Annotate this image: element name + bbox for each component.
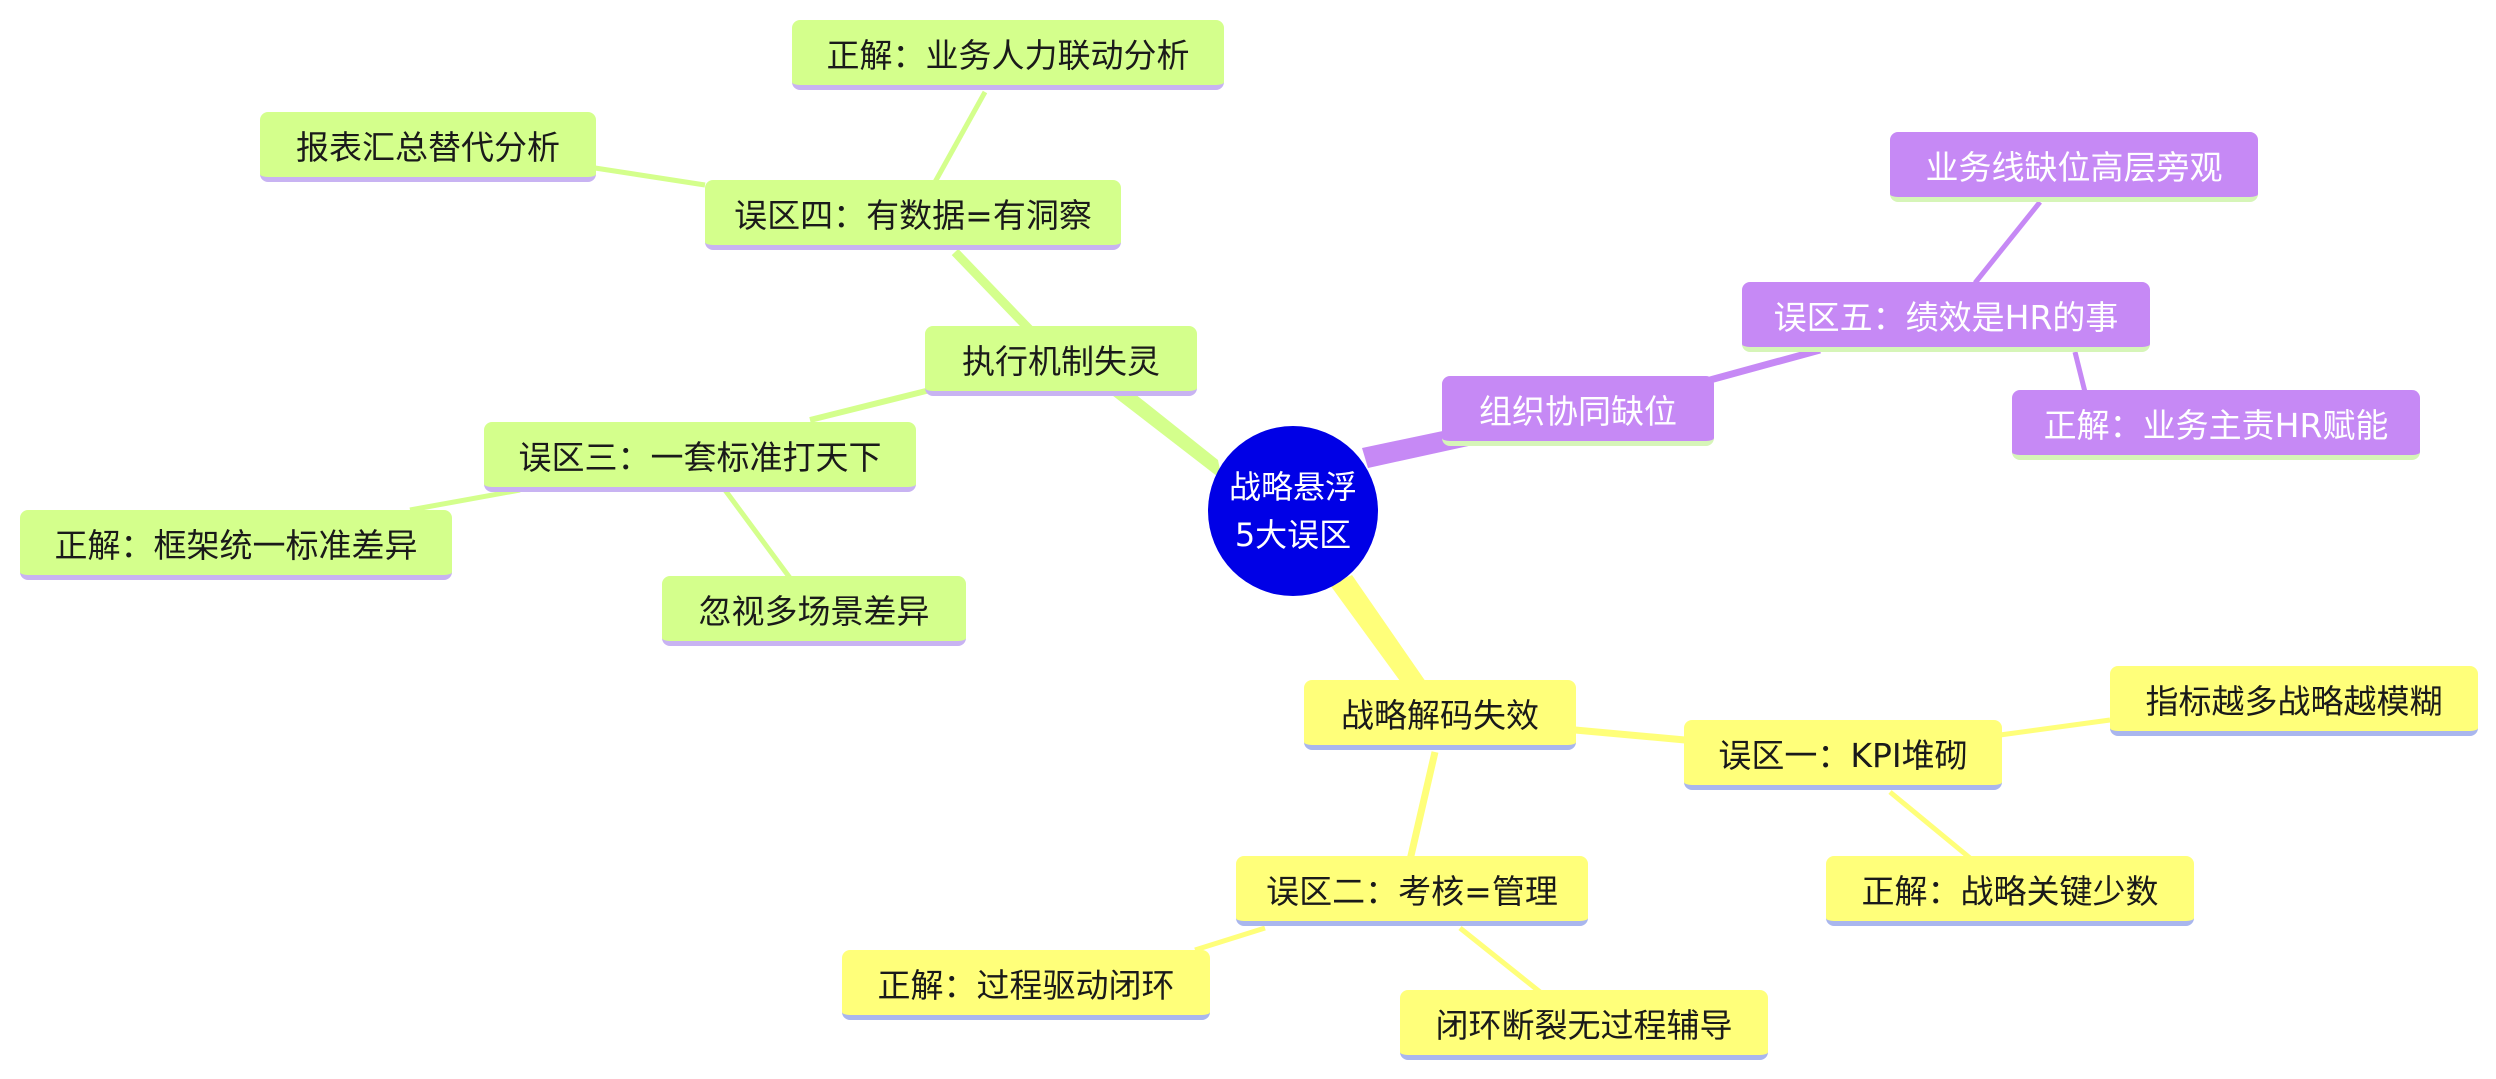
branch-org-node[interactable]: 组织协同缺位 [1442, 376, 1714, 446]
link-m5-fix [2072, 351, 2088, 393]
link-decode-m2 [1406, 751, 1439, 861]
myth3-node[interactable]: 误区三：一套标准打天下 [484, 422, 916, 492]
link-m1-issue [1999, 717, 2111, 738]
myth5-label: 误区五：绩效是HR的事 [1773, 297, 2119, 337]
myth4-issue-node[interactable]: 报表汇总替代分析 [260, 112, 596, 182]
branch-decode-node[interactable]: 战略解码失效 [1304, 680, 1576, 750]
myth5-node[interactable]: 误区五：绩效是HR的事 [1742, 282, 2150, 352]
myth4-node[interactable]: 误区四：有数据=有洞察 [705, 180, 1121, 250]
myth3-fix-label: 正解：框架统一标准差异 [54, 525, 418, 565]
myth1-node[interactable]: 误区一：KPI堆砌 [1684, 720, 2002, 790]
myth2-fix-label: 正解：过程驱动闭环 [877, 965, 1175, 1005]
root-line-2: 5大误区 [1234, 516, 1352, 554]
myth3-fix-node[interactable]: 正解：框架统一标准差异 [20, 510, 452, 580]
branch-exec-node[interactable]: 执行机制失灵 [925, 326, 1197, 396]
myth5-issue-label: 业务线缺位高层旁观 [1925, 147, 2223, 187]
link-root-decode [1330, 575, 1426, 692]
myth5-fix-label: 正解：业务主责HR赋能 [2043, 405, 2389, 445]
myth2-issue-label: 闭环断裂无过程辅导 [1435, 1005, 1733, 1045]
myth2-label: 误区二：考核=管理 [1266, 871, 1558, 911]
myth5-issue-node[interactable]: 业务线缺位高层旁观 [1890, 132, 2258, 202]
myth3-issue-label: 忽视多场景差异 [698, 591, 930, 631]
myth2-fix-node[interactable]: 正解：过程驱动闭环 [842, 950, 1210, 1020]
link-m2-issue [1458, 926, 1542, 994]
root-node[interactable]: 战略悬浮 5大误区 [1208, 426, 1378, 596]
link-m3-fix [409, 487, 521, 513]
root-line-1: 战略悬浮 [1228, 468, 1357, 506]
link-decode-m1 [1574, 726, 1686, 744]
myth1-fix-node[interactable]: 正解：战略关键少数 [1826, 856, 2194, 926]
myth4-label: 误区四：有数据=有洞察 [734, 195, 1092, 235]
link-m5-issue [1973, 200, 2042, 285]
myth2-node[interactable]: 误区二：考核=管理 [1236, 856, 1588, 926]
myth1-fix-label: 正解：战略关键少数 [1861, 871, 2159, 911]
link-exec-m4 [951, 248, 1034, 334]
link-m2-fix [1194, 925, 1266, 953]
myth5-fix-node[interactable]: 正解：业务主责HR赋能 [2012, 390, 2420, 460]
myth1-issue-label: 指标越多战略越模糊 [2145, 681, 2443, 721]
myth4-fix-label: 正解：业务人力联动分析 [826, 35, 1190, 75]
link-m1-fix [1888, 790, 1972, 860]
branch-org-label: 组织协同缺位 [1479, 391, 1677, 431]
myth1-issue-node[interactable]: 指标越多战略越模糊 [2110, 666, 2478, 736]
link-org-m5 [1709, 346, 1821, 384]
link-m4-fix [932, 90, 988, 184]
myth4-issue-label: 报表汇总替代分析 [296, 127, 560, 167]
myth3-issue-node[interactable]: 忽视多场景差异 [662, 576, 966, 646]
branch-decode-label: 战略解码失效 [1341, 695, 1539, 735]
myth4-fix-node[interactable]: 正解：业务人力联动分析 [792, 20, 1224, 90]
link-root-exec [1108, 378, 1222, 480]
myth1-label: 误区一：KPI堆砌 [1718, 735, 1968, 775]
link-m3-issue [722, 488, 793, 580]
branch-exec-label: 执行机制失灵 [962, 341, 1160, 381]
link-m4-issue [594, 165, 706, 188]
myth3-label: 误区三：一套标准打天下 [518, 437, 882, 477]
myth2-issue-node[interactable]: 闭环断裂无过程辅导 [1400, 990, 1768, 1060]
link-exec-m3 [809, 387, 931, 423]
